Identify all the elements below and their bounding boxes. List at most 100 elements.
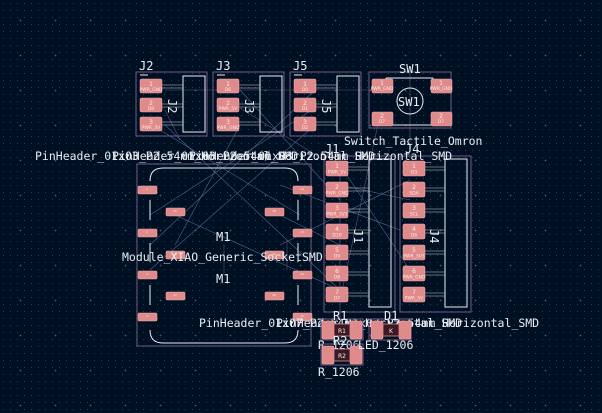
pad-3[interactable] xyxy=(402,202,426,219)
pad-5[interactable] xyxy=(325,244,349,261)
pad-1[interactable] xyxy=(325,160,349,177)
connector-body-outline xyxy=(444,158,468,308)
pad-net: D7 xyxy=(334,296,340,302)
pad-12[interactable] xyxy=(292,270,313,280)
switch-actuator-outline xyxy=(396,87,424,115)
pad-number: 5 xyxy=(412,247,416,254)
pad-number: 11 xyxy=(300,314,304,318)
pad-number: 1 xyxy=(303,81,307,88)
pad-2[interactable] xyxy=(137,228,158,238)
pad-number: 2 xyxy=(149,100,153,107)
pad-number: 1 xyxy=(335,163,339,170)
pad-cathode[interactable] xyxy=(370,320,384,340)
pad-1[interactable] xyxy=(137,185,158,195)
footprint-j5[interactable]: 1 D0 2 D1 3 D2 J5 J5 xyxy=(289,59,362,137)
footprint-d1[interactable]: K D1 LED_1206 xyxy=(358,309,413,352)
pad-number: 1 xyxy=(226,81,230,88)
pad-1a[interactable] xyxy=(371,78,394,94)
pad-17[interactable] xyxy=(165,291,186,301)
pad-3[interactable] xyxy=(139,116,163,132)
courtyard xyxy=(320,343,364,366)
pad-18[interactable] xyxy=(264,207,285,217)
pad-number: 4 xyxy=(146,314,148,318)
pad-1[interactable] xyxy=(293,78,317,94)
fab-reference: M1 xyxy=(216,272,230,286)
courtyard xyxy=(289,71,362,137)
pad-3[interactable] xyxy=(216,116,240,132)
pad-2[interactable] xyxy=(293,97,317,113)
pad-number: 2 xyxy=(303,100,307,107)
footprint-value: LED_1206 xyxy=(358,338,413,352)
footprint-value: PinHeader_01x03_P2.54mm_Horizontal_SMD xyxy=(189,149,452,163)
pad-number: 1 xyxy=(380,80,384,87)
courtyard xyxy=(135,71,208,137)
pad-anode[interactable] xyxy=(398,320,412,340)
pad-2[interactable] xyxy=(216,97,240,113)
courtyard xyxy=(212,71,285,137)
pad-7[interactable] xyxy=(402,286,426,303)
pad-1[interactable] xyxy=(216,78,240,94)
pad-2b[interactable] xyxy=(430,111,453,127)
pad-1[interactable] xyxy=(402,160,426,177)
pad-13[interactable] xyxy=(292,228,313,238)
pad-1[interactable] xyxy=(321,345,335,365)
connector-body-outline xyxy=(368,158,392,308)
pad-6[interactable] xyxy=(325,265,349,282)
pad-5[interactable] xyxy=(402,244,426,261)
pad-number: 1 xyxy=(149,81,153,88)
pad-2[interactable] xyxy=(325,181,349,198)
pad-15[interactable] xyxy=(165,207,186,217)
pad-2[interactable] xyxy=(139,97,163,113)
footprint-value: Switch_Tactile_Omron xyxy=(344,134,482,148)
reference-designator: J2 xyxy=(139,59,153,73)
reference-designator: J4 xyxy=(405,142,419,156)
footprint-sw1[interactable]: 1 PWR_GND 1 PWR_GND 2 D7 2 D7 SW1 SW1 Sw… xyxy=(344,62,482,148)
pad-4[interactable] xyxy=(402,223,426,240)
pad-number: 1 xyxy=(146,187,148,191)
pad-number: 5 xyxy=(335,247,339,254)
pin-leads xyxy=(346,166,369,297)
footprint-j3[interactable]: 1 D6 2 PWR_5V 3 PWR_GND J3 J3 xyxy=(212,59,285,137)
pad-19[interactable] xyxy=(264,250,285,260)
footprint-m1[interactable]: 1 2 3 4 15 16 17 14 13 12 11 18 19 20 M1… xyxy=(122,163,323,347)
fab-reference: SW1 xyxy=(398,95,420,109)
pad-2[interactable] xyxy=(349,320,363,340)
footprint-r1[interactable]: R1 R1 R_1206 xyxy=(318,309,364,352)
pad-3[interactable] xyxy=(137,270,158,280)
reference-designator: J3 xyxy=(216,59,230,73)
pad-20[interactable] xyxy=(264,291,285,301)
footprint-value: PinHeader_01x03_P2.54mm_Horizontal_SMD xyxy=(35,149,298,163)
pad-2[interactable] xyxy=(402,181,426,198)
pin-leads xyxy=(314,84,337,126)
pad-number: 13 xyxy=(300,230,304,234)
pad-3[interactable] xyxy=(293,116,317,132)
pad-number: 4 xyxy=(335,226,339,233)
pad-net: PWR_GND xyxy=(217,125,240,131)
pad-1[interactable] xyxy=(139,78,163,94)
pad-6[interactable] xyxy=(402,265,426,282)
pad-number: 4 xyxy=(412,226,416,233)
pad-7[interactable] xyxy=(325,286,349,303)
fab-reference: R1 xyxy=(338,328,346,335)
footprint-j2[interactable]: 1 PWR_GND 2 D9 3 PWR_3V J2 J2 xyxy=(135,59,208,137)
pad-14[interactable] xyxy=(292,185,313,195)
pin-leads xyxy=(423,166,445,297)
footprint-r2[interactable]: R2 R2 R_1206 xyxy=(318,334,364,379)
pad-net: D1 xyxy=(302,106,308,112)
pad-net: D7 xyxy=(379,119,385,125)
pad-net: SCL xyxy=(410,212,419,218)
pad-number: 15 xyxy=(173,209,177,213)
pad-16[interactable] xyxy=(165,250,186,260)
pad-1b[interactable] xyxy=(430,78,453,94)
pad-number: 3 xyxy=(303,119,307,126)
pad-3[interactable] xyxy=(325,202,349,219)
pad-2a[interactable] xyxy=(371,111,394,127)
pad-4[interactable] xyxy=(137,312,158,322)
pad-11[interactable] xyxy=(292,312,313,322)
pad-4[interactable] xyxy=(325,223,349,240)
pad-number: 20 xyxy=(272,293,276,297)
reference-designator: R1 xyxy=(333,309,347,323)
